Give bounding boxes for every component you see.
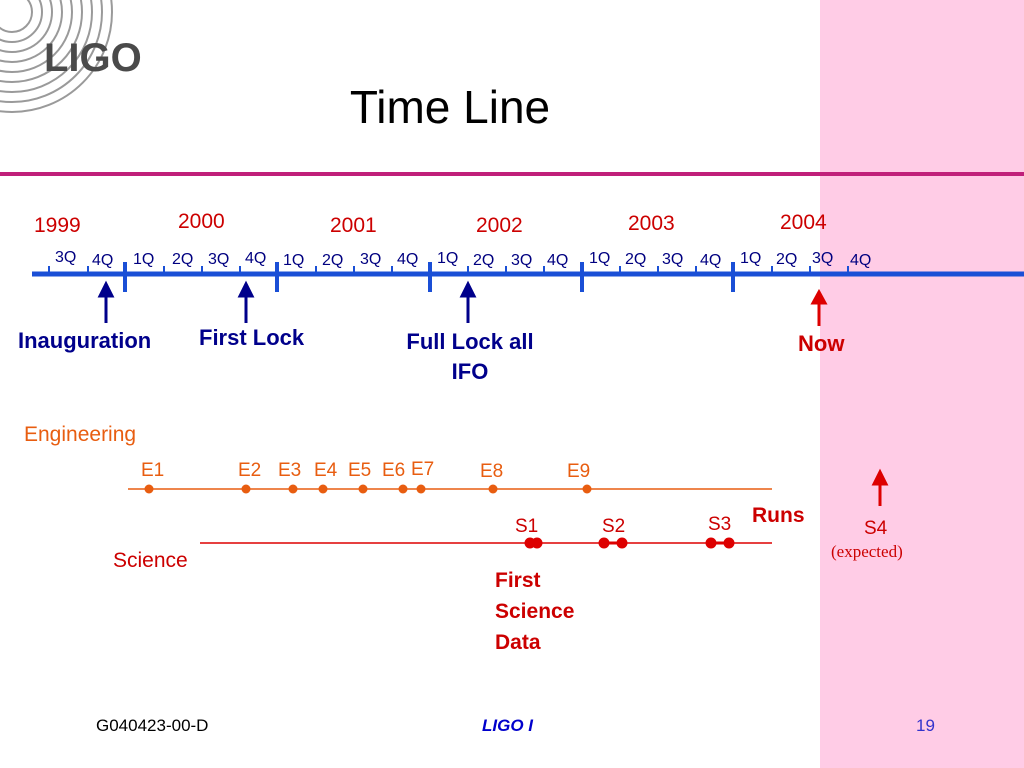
- quarter-label: 4Q: [547, 252, 569, 269]
- title-divider: [0, 172, 1024, 176]
- run-label-e5: E5: [348, 460, 372, 481]
- quarter-label: 3Q: [360, 251, 382, 268]
- runs-label: Runs: [752, 504, 805, 527]
- run-label-s4: S4: [864, 518, 888, 539]
- quarter-label: 2Q: [625, 251, 647, 268]
- run-label-e7: E7: [411, 459, 435, 480]
- quarter-label: 1Q: [589, 250, 611, 267]
- run-label-s3: S3: [708, 514, 732, 535]
- pink-side-band: [820, 0, 1024, 768]
- run-dot-e1: [144, 484, 154, 494]
- arrowhead-icon: [97, 280, 115, 298]
- ligo-logo-arcs-icon: [0, 0, 113, 113]
- year-label: 2004: [780, 211, 827, 234]
- event-full-lock-line: IFO: [451, 359, 489, 384]
- year-label: 2002: [476, 214, 523, 237]
- run-dot-e7: [416, 484, 426, 494]
- run-label-e9: E9: [567, 461, 591, 482]
- quarter-label: 1Q: [133, 251, 155, 268]
- run-dot-s3: [723, 537, 735, 549]
- run-dot-e9: [582, 484, 592, 494]
- quarter-label: 4Q: [850, 252, 872, 269]
- run-dot-s1: [531, 537, 543, 549]
- arrowhead-icon: [810, 288, 828, 305]
- quarter-label: 2Q: [776, 251, 798, 268]
- run-dot-s2: [616, 537, 628, 549]
- engineering-label: Engineering: [24, 423, 137, 446]
- run-dot-e3: [288, 484, 298, 494]
- ligo-logo: LIGO: [44, 36, 142, 80]
- quarter-label: 4Q: [245, 250, 267, 267]
- run-label-e6: E6: [382, 460, 406, 481]
- first-science-line: Data: [495, 631, 541, 654]
- run-dot-e6: [398, 484, 408, 494]
- event-now: Now: [798, 331, 845, 356]
- quarter-label: 4Q: [92, 252, 114, 269]
- year-label: 2000: [178, 210, 225, 233]
- run-label-e2: E2: [238, 460, 262, 481]
- science-label: Science: [113, 549, 188, 572]
- run-dot-s2: [598, 537, 610, 549]
- event-first-lock: First Lock: [199, 325, 305, 350]
- arrowhead-icon: [459, 280, 477, 298]
- quarter-label: 3Q: [662, 251, 684, 268]
- quarter-label: 3Q: [511, 252, 533, 269]
- event-full-lock: Full Lock all IFO: [380, 327, 560, 387]
- year-label: 2001: [330, 214, 377, 237]
- year-label: 1999: [34, 214, 81, 237]
- s4-expected-note: (expected): [831, 542, 903, 561]
- quarter-label: 4Q: [700, 252, 722, 269]
- run-label-e3: E3: [278, 460, 302, 481]
- run-dot-e8: [488, 484, 498, 494]
- run-label-s2: S2: [602, 516, 626, 537]
- quarter-label: 2Q: [172, 251, 194, 268]
- quarter-label: 3Q: [55, 249, 77, 266]
- first-science-line: First: [495, 569, 541, 592]
- quarter-label: 1Q: [740, 250, 762, 267]
- arrowhead-icon: [871, 468, 889, 486]
- quarter-label: 2Q: [322, 252, 344, 269]
- quarter-label: 3Q: [208, 251, 230, 268]
- run-dot-s3: [705, 537, 717, 549]
- quarter-label: 4Q: [397, 251, 419, 268]
- page-title: Time Line: [349, 81, 551, 133]
- event-full-lock-line: Full Lock all: [406, 329, 534, 354]
- quarter-label: 2Q: [473, 252, 495, 269]
- footer-page-number: 19: [916, 716, 935, 735]
- quarter-label: 1Q: [437, 250, 459, 267]
- run-label-e1: E1: [141, 460, 165, 481]
- quarter-label: 1Q: [283, 252, 305, 269]
- first-science-line: Science: [495, 600, 575, 623]
- event-inauguration: Inauguration: [18, 328, 152, 353]
- run-dot-e4: [318, 484, 328, 494]
- run-dot-e5: [358, 484, 368, 494]
- run-dot-e2: [241, 484, 251, 494]
- run-label-s1: S1: [515, 516, 539, 537]
- year-label: 2003: [628, 212, 675, 235]
- run-label-e4: E4: [314, 460, 338, 481]
- quarter-label: 3Q: [812, 250, 834, 267]
- footer-doc-id: G040423-00-D: [96, 716, 209, 735]
- first-science-data-label: First Science Data: [495, 565, 574, 658]
- footer-center: LIGO I: [482, 716, 533, 735]
- arrowhead-icon: [237, 280, 255, 298]
- run-label-e8: E8: [480, 461, 504, 482]
